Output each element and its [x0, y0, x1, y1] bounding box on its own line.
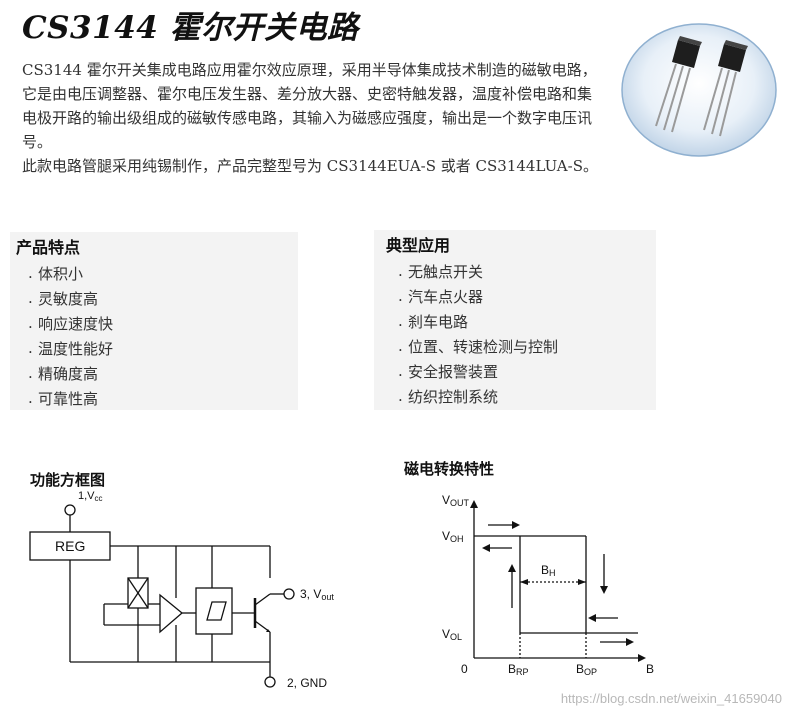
y-axis-label: VOUT: [442, 493, 470, 508]
bh-label: BH: [541, 563, 556, 578]
feature-item: 体积小: [16, 261, 298, 287]
pin3-label: 3, Vout: [300, 587, 334, 602]
page-title: CS3144 霍尔开关电路: [22, 10, 359, 46]
watermark: https://blog.csdn.net/weixin_41659040: [560, 691, 782, 706]
pin2-label: 2, GND: [287, 676, 327, 690]
features-box: 产品特点 体积小 灵敏度高 响应速度快 温度性能好 精确度高 可靠性高: [10, 232, 298, 412]
bop-label: BOP: [576, 662, 597, 677]
applications-box: 典型应用 无触点开关 汽车点火器 刹车电路 位置、转速检测与控制 安全报警装置 …: [374, 230, 656, 410]
transfer-characteristic-diagram: VOUT VOH VOL 0 BRP BOP B BH: [442, 493, 654, 677]
transfer-characteristic-title: 磁电转换特性: [404, 460, 495, 478]
block-diagram-title: 功能方框图: [30, 471, 106, 489]
applications-title: 典型应用: [386, 236, 451, 255]
sensor-chip-2: [703, 40, 748, 137]
application-item: 汽车点火器: [386, 284, 656, 310]
feature-item: 响应速度快: [16, 311, 298, 337]
product-photo: [621, 23, 777, 157]
feature-item: 温度性能好: [16, 336, 298, 362]
application-item: 纺织控制系统: [386, 384, 656, 410]
brp-label: BRP: [508, 662, 529, 677]
intro-paragraph-1: CS3144 霍尔开关集成电路应用霍尔效应原理，采用半导体集成技术制造的磁敏电路…: [22, 61, 597, 151]
vol-label: VOL: [442, 627, 462, 642]
applications-list: 无触点开关 汽车点火器 刹车电路 位置、转速检测与控制 安全报警装置 纺织控制系…: [386, 259, 656, 410]
application-item: 刹车电路: [386, 309, 656, 335]
application-item: 无触点开关: [386, 259, 656, 285]
feature-item: 灵敏度高: [16, 286, 298, 312]
intro-paragraph-2: 此款电路管腿采用纯锡制作，产品完整型号为 CS3144EUA-S 或者 CS31…: [22, 157, 598, 175]
application-item: 安全报警装置: [386, 359, 656, 385]
pin1-label: 1,Vcc: [78, 490, 103, 503]
block-diagram: 1,Vcc REG 3, Vout 2, GND: [29, 490, 334, 690]
origin-label: 0: [461, 662, 468, 676]
application-item: 位置、转速检测与控制: [386, 334, 656, 360]
voh-label: VOH: [442, 529, 464, 544]
reg-label: REG: [55, 538, 85, 554]
features-title: 产品特点: [16, 238, 81, 257]
feature-item: 精确度高: [16, 361, 298, 387]
intro-text: CS3144 霍尔开关集成电路应用霍尔效应原理，采用半导体集成技术制造的磁敏电路…: [22, 58, 604, 178]
sensor-chip-1: [655, 36, 702, 133]
x-axis-label: B: [646, 662, 654, 676]
feature-item: 可靠性高: [16, 386, 298, 412]
features-list: 体积小 灵敏度高 响应速度快 温度性能好 精确度高 可靠性高: [16, 261, 298, 412]
